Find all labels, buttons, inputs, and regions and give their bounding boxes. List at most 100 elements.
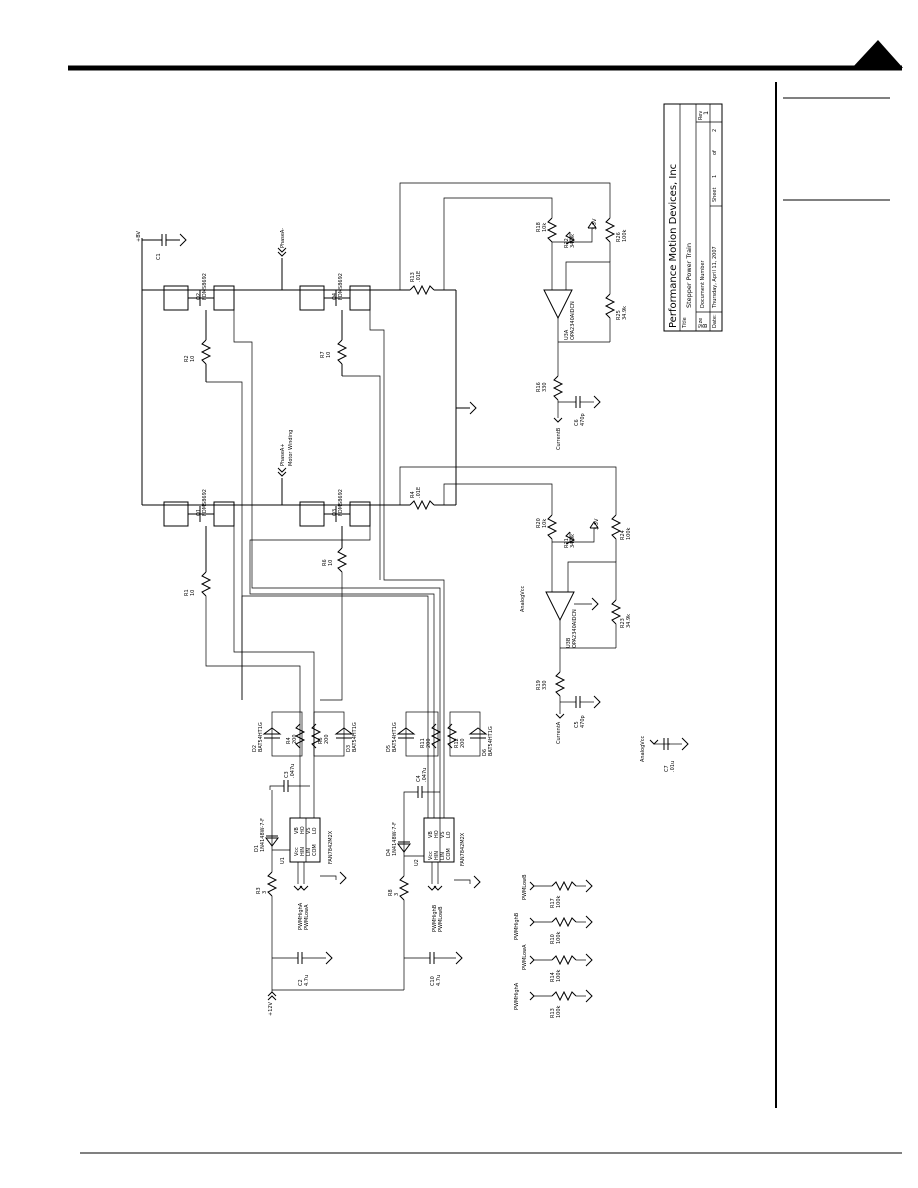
d5-ref: D5 (386, 745, 392, 752)
r13b-value: 100k (556, 1005, 562, 1018)
r24-ref: R24 (620, 530, 626, 540)
u2-pin-lo: LO (446, 831, 452, 838)
c6-value: 470p (580, 413, 586, 426)
bootstrap-u2: D5 BAT54HT1G R11 200 R12 200 D6 BAT54HT1… (386, 711, 494, 757)
d1-part: 1N4148W-7-F (260, 818, 266, 852)
size-label: Size (698, 318, 704, 328)
d5-part: BAT54HT1G (392, 722, 398, 752)
c2-value: 4.7u (304, 975, 310, 986)
pwm-pulldown-r10: PWMHighB R10 100k (514, 912, 593, 944)
amplifier-u3b: R20 10k R21 34.9k 3.3V R24 100k R23 34.9… (399, 466, 632, 744)
u3b-ref: U3B (566, 637, 572, 648)
u1-pin-ho: HO (300, 826, 306, 834)
gate-resistor-r7: R7 10 (320, 339, 348, 376)
r10-ref: R10 (550, 934, 556, 944)
r3-value: 3 (262, 891, 268, 894)
sheet-count: 2 (712, 129, 718, 132)
r19-ref: R19 (536, 680, 542, 690)
d2-part: BAT54HT1G (258, 722, 264, 752)
u3b-part: OPA2340AIDCN (572, 609, 578, 648)
phase-a-minus-label: PhaseA- (280, 228, 286, 248)
d3-part: BAT54HT1G (352, 722, 358, 752)
mosfet-q3: Q3 FDMS8692 (299, 489, 371, 548)
r12-ref: R12 (454, 738, 460, 748)
current-a-label: CurrentA (556, 721, 562, 744)
r18-value: 10k (542, 223, 548, 232)
bootstrap-u1: D2 BAT54HT1G R4 200 R5 200 D3 BAT54HT1G (252, 711, 358, 757)
r10-net-label: PWMHighB (514, 912, 520, 940)
mosfet-q4: Q4 FDMS8692 (299, 273, 371, 340)
q2-part: FDMS8692 (202, 273, 208, 300)
c1-ref: C1 (156, 253, 162, 260)
u1-pin-lin: LIN (306, 848, 312, 856)
analog-vcc-label: AnalogVcc (640, 736, 646, 762)
r19-value: 330 (542, 680, 548, 690)
r24-value: 100k (626, 527, 632, 540)
gate-resistor-r1: R1 10 (184, 571, 212, 597)
u1-pin-vb: VB (294, 827, 300, 834)
company-name: Performance Motion Devices, Inc (668, 164, 679, 328)
c10-value: 4.7u (436, 975, 442, 986)
bootstrap-cap-c4: C4 .047u (403, 768, 440, 800)
page-corner-triangle (852, 40, 903, 68)
u2-ref: U2 (414, 859, 420, 866)
c7-value: .01u (670, 761, 676, 772)
rev-label: Rev (698, 111, 704, 120)
u2-pwm-high-label: PWMHighB (432, 904, 438, 932)
u1-pin-hin: HIN (300, 847, 306, 856)
d4-ref: D4 (386, 849, 392, 856)
r22-ref: R22 (564, 238, 570, 248)
driver-u1: Vcc HIN LIN COM VB HO VS LO U1 FAN7842M2… (280, 817, 347, 885)
date-label: Date: (712, 314, 718, 328)
r18-ref: R18 (536, 222, 542, 232)
mosfet-q1: Q1 FDMS8692 (163, 489, 235, 572)
q4-ref: Q4 (332, 293, 338, 300)
q1-part: FDMS8692 (202, 489, 208, 516)
sheet-value: 1 (712, 175, 718, 178)
d6-ref: D6 (482, 749, 488, 756)
u2-pin-hin: HIN (434, 851, 440, 860)
q3-ref: Q3 (332, 509, 338, 516)
analog-vcc-decoupling: AnalogVcc C7 .01u (640, 736, 689, 772)
r10-value: 100k (556, 931, 562, 944)
r11-value: 200 (426, 738, 432, 748)
r4b-value: 200 (292, 734, 298, 744)
gate-resistor-r2: R2 10 (184, 339, 212, 382)
r2-ref: R2 (184, 355, 190, 362)
r26-ref: R26 (616, 232, 622, 242)
pwm-pulldown-r17: PWMLowB R17 100k (522, 874, 593, 908)
r26-value: 100k (622, 229, 628, 242)
bootstrap-cap-c3: C3 .047u (269, 764, 310, 792)
u1-pin-com: COM (312, 844, 318, 856)
r21-value: 34.9k (570, 534, 576, 548)
u1-pwm-high-label: PWMHighA (298, 902, 304, 930)
r13b-ref: R13 (550, 1008, 556, 1018)
d2-ref: D2 (252, 745, 258, 752)
doc-number-label: Document Number (700, 259, 706, 308)
rev-value: 1 (702, 111, 710, 115)
r13-value: .01E (416, 271, 422, 282)
title-block: Performance Motion Devices, Inc Title St… (663, 103, 723, 332)
size-value: B (701, 324, 709, 328)
supply-top-label: +BV (136, 231, 142, 242)
r3-ref: R3 (256, 887, 262, 894)
r5-ref: R5 (318, 737, 324, 744)
title-label: Title (682, 317, 688, 329)
c5-ref: C5 (574, 721, 580, 728)
r4-ref: R4 (410, 491, 416, 498)
r12-value: 200 (460, 738, 466, 748)
q3-part: FDMS8692 (338, 489, 344, 516)
c4-ref: C4 (416, 775, 422, 782)
u2-part: FAN7842M2X (460, 832, 466, 866)
c6-ref: C6 (574, 419, 580, 426)
r25-value: 34.9k (622, 306, 628, 320)
u2-pwm-low-label: PWMLowB (438, 906, 444, 932)
r16-value: 330 (542, 382, 548, 392)
r14-net-label: PWMLowA (522, 944, 528, 970)
c10-ref: C10 (430, 976, 436, 986)
c4-value: .047u (422, 768, 428, 782)
motor-winding-label: Motor Winding (288, 430, 294, 466)
r17-value: 100k (556, 895, 562, 908)
r21-ref: R21 (564, 538, 570, 548)
